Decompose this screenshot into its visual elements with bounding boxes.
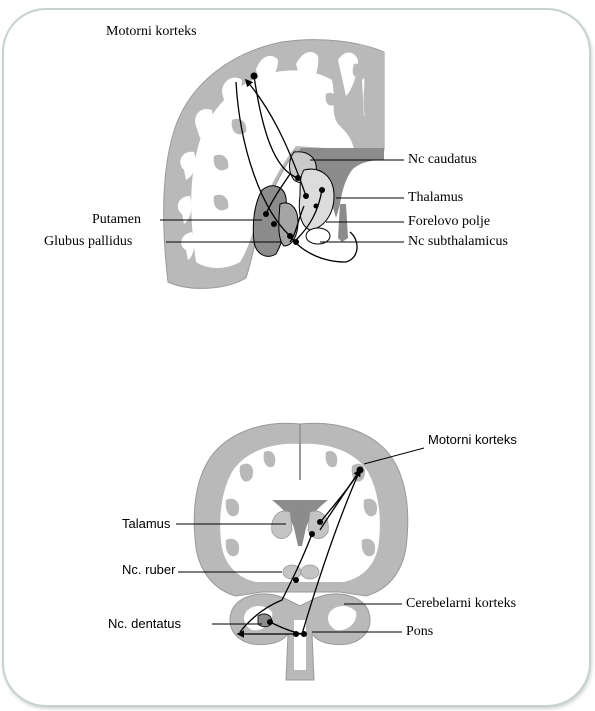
label-pons: Pons <box>406 624 433 640</box>
label-putamen: Putamen <box>92 212 141 228</box>
top-brain-section <box>160 40 404 289</box>
label-nc-caudatus: Nc caudatus <box>408 152 477 168</box>
label-nc-dentatus: Nc. dentatus <box>108 616 181 632</box>
label-nc-ruber: Nc. ruber <box>122 562 175 578</box>
label-globus-pallidus: Glubus pallidus <box>44 234 132 250</box>
top-third-ventricle <box>338 204 348 242</box>
label-top-motor-cortex: Motorni korteks <box>106 24 197 40</box>
label-forel-field: Forelovo polje <box>408 214 490 230</box>
top-thalamus <box>299 169 334 230</box>
label-cerebellar-cortex: Cerebelarni korteks <box>406 596 516 612</box>
label-bottom-motor-cortex: Motorni korteks <box>428 432 517 448</box>
label-nc-subthalamicus: Nc subthalamicus <box>408 234 508 250</box>
label-talamus: Talamus <box>122 516 170 532</box>
label-thalamus: Thalamus <box>408 190 463 206</box>
bottom-brain-section <box>176 423 424 680</box>
